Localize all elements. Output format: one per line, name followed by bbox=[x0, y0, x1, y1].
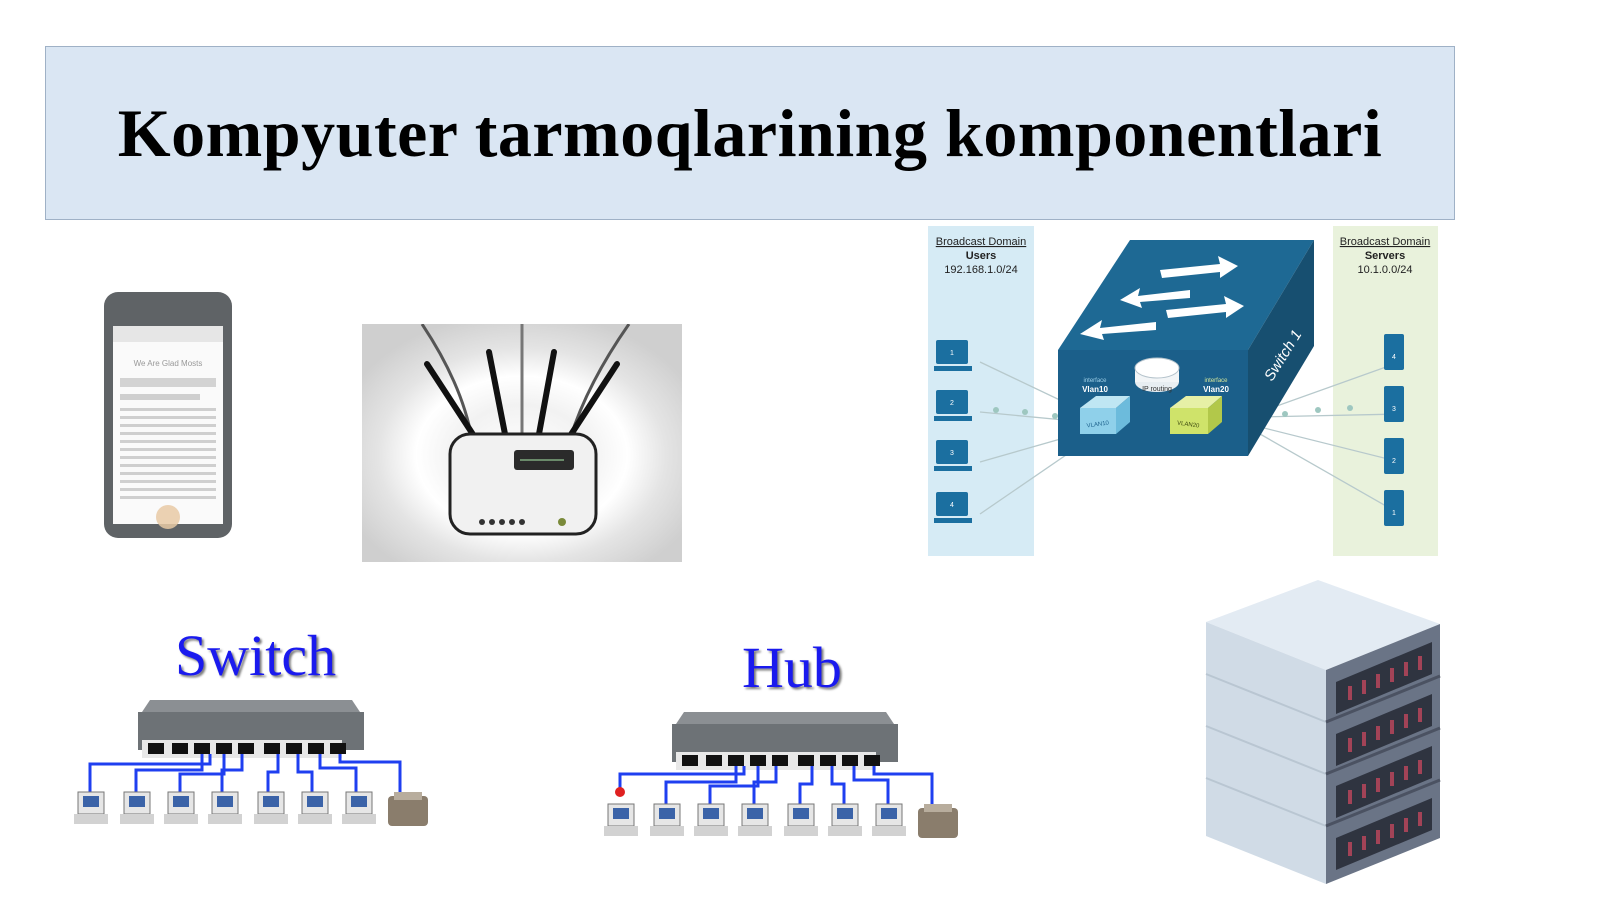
hub-computers bbox=[604, 803, 958, 838]
title-banner: Kompyuter tarmoqlarining komponentlari bbox=[45, 46, 1455, 220]
server-number: 4 bbox=[1392, 354, 1396, 361]
right-interface-label: interface bbox=[1204, 378, 1228, 384]
servers-domain-subnet: 10.1.0.0/24 bbox=[1357, 264, 1412, 276]
pc-number: 4 bbox=[950, 502, 954, 509]
right-interface-vlan: Vlan20 bbox=[1203, 385, 1229, 394]
users-domain-subnet: 192.168.1.0/24 bbox=[944, 264, 1017, 276]
left-interface-vlan: Vlan10 bbox=[1082, 385, 1108, 394]
server-number: 2 bbox=[1392, 458, 1396, 465]
vlan-switch-diagram: Broadcast Domain Users 192.168.1.0/24 Br… bbox=[920, 222, 1442, 558]
layer3-switch: Switch 1 IP routing interface Vlan10 int… bbox=[1058, 240, 1314, 456]
users-domain-name: Users bbox=[966, 250, 997, 262]
left-interface-label: interface bbox=[1083, 378, 1107, 384]
server-icons bbox=[1384, 334, 1404, 526]
pc-number: 2 bbox=[950, 400, 954, 407]
switch-computers bbox=[74, 791, 428, 826]
switch-label: Switch bbox=[175, 623, 337, 688]
servers-domain-name: Servers bbox=[1365, 250, 1405, 262]
server-number: 3 bbox=[1392, 406, 1396, 413]
server-number: 1 bbox=[1392, 510, 1396, 517]
server-rack-image bbox=[1205, 580, 1441, 884]
pc-number: 1 bbox=[950, 350, 954, 357]
hub-network-image bbox=[604, 712, 958, 838]
switch-network-image bbox=[74, 700, 428, 826]
vlan10-cube-label: VLAN10 bbox=[1086, 420, 1110, 429]
ip-routing-label: IP routing bbox=[1142, 386, 1172, 393]
servers-domain-heading: Broadcast Domain bbox=[1340, 236, 1431, 248]
slide-title: Kompyuter tarmoqlarining komponentlari bbox=[117, 94, 1383, 171]
wireless-router-image bbox=[362, 324, 682, 562]
smartphone-image: We Are Glad Mosts bbox=[104, 292, 232, 538]
vlan20-cube-label: VLAN20 bbox=[1177, 420, 1201, 429]
hub-label: Hub bbox=[742, 635, 842, 700]
pc-number: 3 bbox=[950, 450, 954, 457]
phone-page-heading: We Are Glad Mosts bbox=[134, 359, 203, 368]
users-domain-heading: Broadcast Domain bbox=[936, 236, 1027, 248]
user-pc-icons bbox=[934, 340, 972, 523]
